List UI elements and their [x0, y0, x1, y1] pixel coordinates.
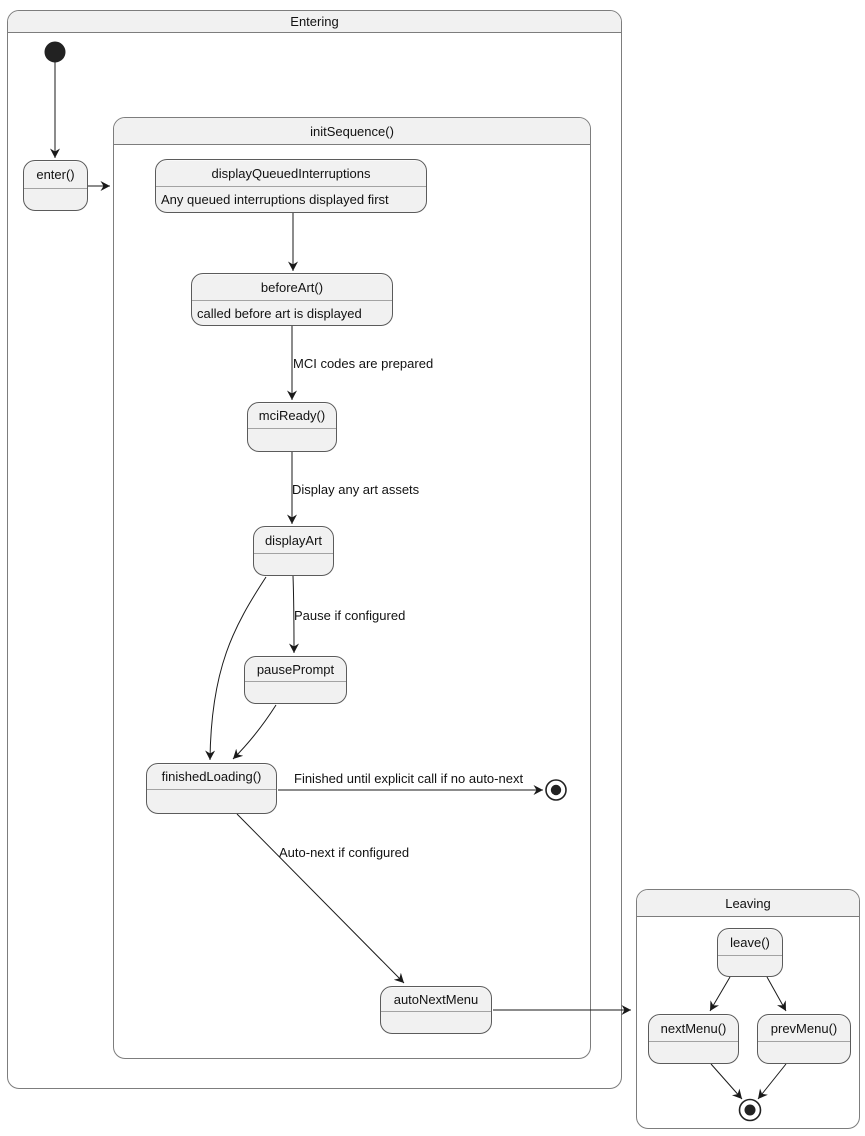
state-enter-title: enter()	[24, 161, 87, 189]
state-mci-ready: mciReady()	[247, 402, 337, 452]
state-display-art: displayArt	[253, 526, 334, 576]
state-display-queued-interruptions: displayQueuedInterruptions Any queued in…	[155, 159, 427, 213]
edge-label-auto-next-if-configured: Auto-next if configured	[279, 845, 410, 860]
state-display-art-title: displayArt	[254, 527, 333, 554]
composite-state-leaving: Leaving	[636, 889, 860, 1129]
state-before-art-description: called before art is displayed	[197, 305, 362, 321]
state-before-art-title: beforeArt()	[192, 274, 392, 301]
edge-label-display-art-assets: Display any art assets	[292, 482, 420, 497]
edge-label-mci-codes-prepared: MCI codes are prepared	[293, 356, 434, 371]
state-leave-body	[718, 956, 782, 976]
composite-leaving-header: Leaving	[637, 890, 859, 917]
state-finished-loading: finishedLoading()	[146, 763, 277, 814]
state-display-queued-interruptions-title: displayQueuedInterruptions	[156, 160, 426, 187]
state-enter: enter()	[23, 160, 88, 211]
state-mci-ready-title: mciReady()	[248, 403, 336, 429]
state-finished-loading-body	[147, 790, 276, 813]
state-auto-next-menu-title: autoNextMenu	[381, 987, 491, 1012]
state-pause-prompt-title: pausePrompt	[245, 657, 346, 682]
state-leave-title: leave()	[718, 929, 782, 956]
state-prev-menu: prevMenu()	[757, 1014, 851, 1064]
state-auto-next-menu: autoNextMenu	[380, 986, 492, 1034]
state-prev-menu-body	[758, 1042, 850, 1063]
state-next-menu-title: nextMenu()	[649, 1015, 738, 1042]
edge-label-pause-if-configured: Pause if configured	[294, 608, 406, 623]
composite-state-init-sequence: initSequence()	[113, 117, 591, 1059]
state-auto-next-menu-body	[381, 1012, 491, 1033]
state-pause-prompt-body	[245, 682, 346, 703]
state-display-art-body	[254, 554, 333, 575]
state-display-queued-interruptions-description: Any queued interruptions displayed first	[161, 192, 389, 207]
composite-init-sequence-header: initSequence()	[114, 118, 590, 145]
state-next-menu: nextMenu()	[648, 1014, 739, 1064]
state-leave: leave()	[717, 928, 783, 977]
state-before-art: beforeArt() called before art is display…	[191, 273, 393, 326]
state-next-menu-body	[649, 1042, 738, 1063]
edge-label-finished-until-explicit-call: Finished until explicit call if no auto-…	[294, 771, 524, 786]
composite-entering-title: Entering	[290, 14, 339, 29]
state-prev-menu-title: prevMenu()	[758, 1015, 850, 1042]
composite-entering-header: Entering	[8, 11, 621, 33]
state-mci-ready-body	[248, 429, 336, 451]
composite-init-sequence-title: initSequence()	[310, 123, 394, 139]
state-enter-body	[24, 189, 87, 210]
state-pause-prompt: pausePrompt	[244, 656, 347, 704]
composite-leaving-title: Leaving	[725, 895, 771, 911]
state-finished-loading-title: finishedLoading()	[147, 764, 276, 790]
